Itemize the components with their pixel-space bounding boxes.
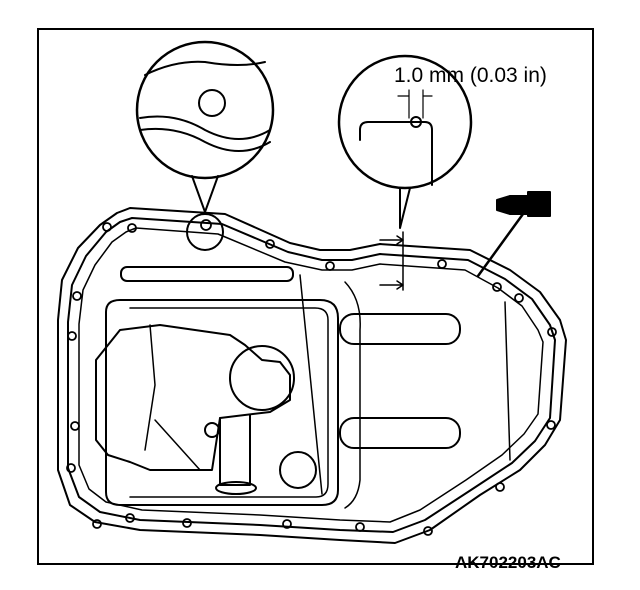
partition-line-2: [344, 281, 361, 509]
detail-left-bolt-hole: [198, 89, 226, 117]
pickup-strainer: [229, 345, 295, 411]
pickup-detail-2: [154, 419, 201, 471]
rib-lower: [339, 417, 461, 449]
drain-plug-boss: [279, 451, 317, 489]
small-boss: [204, 422, 220, 438]
figure-frame: [37, 28, 594, 565]
detail-right-bead: [359, 121, 433, 186]
bead-arrow-2: [379, 280, 404, 290]
detail-circle-left: [135, 40, 275, 180]
pickup-detail: [144, 324, 156, 451]
detail-circle-right: [337, 54, 473, 190]
sump-well: [105, 299, 339, 506]
bead-arrow-1: [379, 235, 404, 245]
detail-left-target: [186, 213, 224, 251]
sealant-tube-icon: [476, 191, 551, 278]
upper-slot: [120, 266, 294, 282]
detail-right-pointer: [399, 187, 411, 229]
sealant-bead-line: [78, 227, 544, 523]
oil-pan-outer-flange: [57, 207, 567, 544]
pickup-flange: [215, 481, 257, 495]
oil-pan-inner-flange: [67, 217, 556, 533]
pickup-pipe: [219, 414, 251, 486]
detail-right-hole: [410, 116, 422, 128]
rib-upper: [339, 313, 461, 345]
sump-well-inner: [129, 307, 329, 498]
pickup-body: [95, 324, 291, 471]
dimension-label: 1.0 mm (0.03 in): [394, 64, 547, 87]
detail-left-flange-bottom: [139, 127, 271, 152]
detail-left-flange-top: [139, 115, 271, 140]
bolt-holes: [66, 219, 557, 536]
detail-left-flange-top2: [144, 60, 266, 76]
partition-line: [299, 274, 323, 495]
detail-left-pointer: [191, 175, 219, 213]
figure-code: AK702203AC: [455, 553, 561, 572]
partition-line-3: [504, 301, 511, 461]
